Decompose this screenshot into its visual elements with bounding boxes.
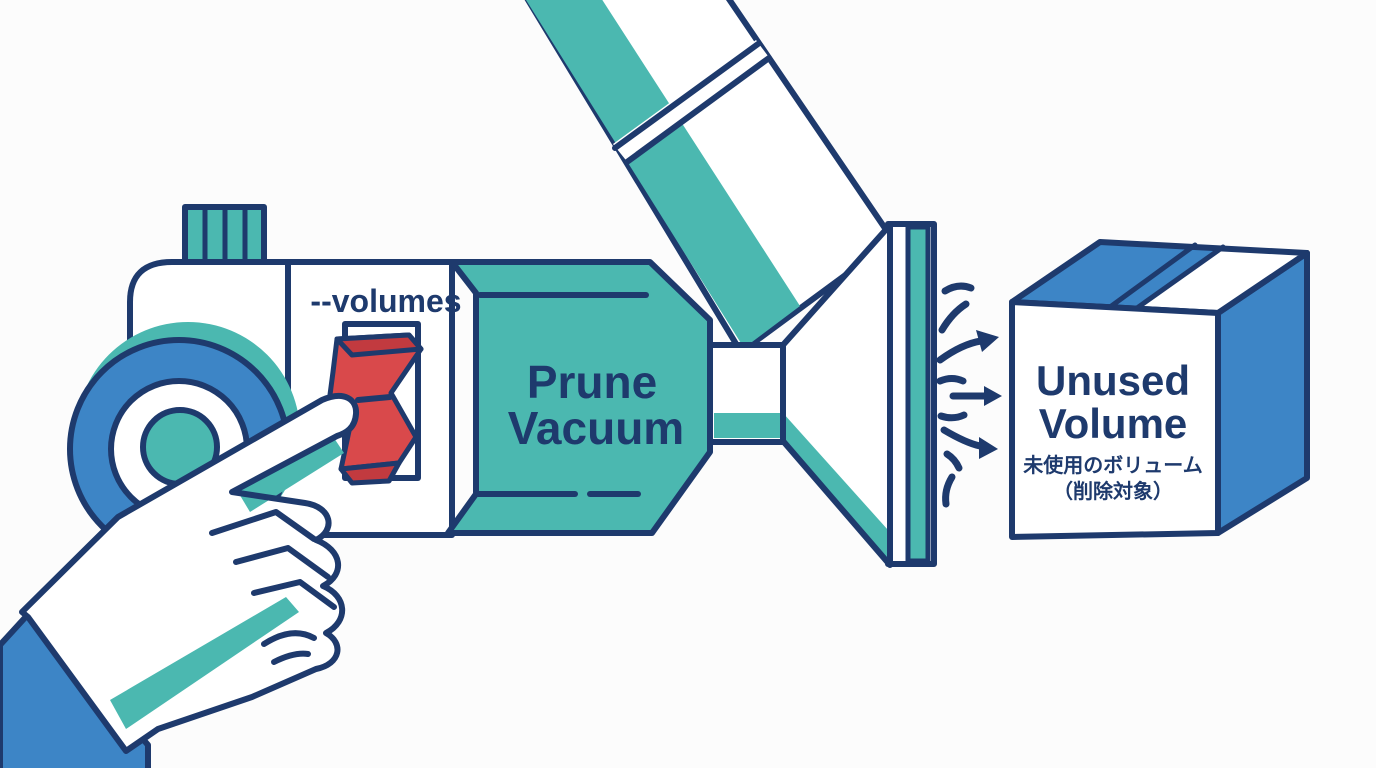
vacuum-body: Prune Vacuum: [247, 259, 713, 538]
hose-joint-line-upper: [612, 41, 761, 151]
funnel-neck-shading: [714, 413, 782, 438]
switch-rocker-bottom-facet: [338, 460, 402, 486]
vacuum-title-line2: Vacuum: [508, 402, 684, 454]
thumb-crease: [261, 630, 317, 647]
funnel-cone: [783, 225, 890, 565]
funnel-cone-outline: [780, 222, 893, 568]
thumb-crease: [271, 650, 311, 665]
hand-pressing-switch: [0, 393, 359, 768]
airflow-stroke: [941, 282, 975, 295]
airflow-stroke: [936, 375, 967, 385]
box-caption-ja-line2: （削除対象）: [1053, 479, 1173, 503]
switch-rocker-top-facet: [334, 332, 424, 358]
power-switch: [325, 321, 424, 486]
switch-dash-mark: [355, 394, 393, 403]
box-top-highlight: [1137, 247, 1307, 313]
exhaust-vent: [182, 204, 267, 265]
hose-stripe: [526, 0, 800, 348]
wrist-shading: [110, 597, 299, 729]
arrow-up-right-head: [976, 330, 999, 352]
vacuum-title-line1: Prune: [527, 356, 657, 408]
arrow-right-head: [984, 386, 1002, 406]
arrow-down-right-head: [979, 437, 998, 459]
finger-crease: [209, 509, 317, 542]
box-title-line2: Volume: [1039, 400, 1188, 447]
finger-crease: [251, 579, 337, 610]
hose-joint: [613, 40, 771, 164]
vacuum-hose: [524, 0, 896, 355]
box-tape-line: [1107, 242, 1198, 310]
arrow-down-right-icon: [940, 426, 984, 450]
vacuum-funnel: [707, 221, 937, 568]
box-front-face: [1009, 299, 1221, 540]
unused-volume-box: Unused Volume 未使用のボリューム （削除対象）: [1009, 239, 1310, 540]
airflow-stroke: [938, 300, 970, 334]
arrow-up-right-icon: [936, 337, 985, 364]
airflow-stroke: [943, 450, 963, 472]
volumes-flag-label: --volumes: [310, 283, 461, 319]
box-title-line1: Unused: [1036, 357, 1190, 404]
funnel-cone-shading: [783, 413, 888, 563]
airflow-stroke: [942, 473, 956, 508]
airflow-stroke: [937, 411, 968, 422]
box-tape-line: [1134, 244, 1226, 311]
funnel-mouth-strip: [905, 224, 931, 564]
hose-joint-line-lower: [624, 55, 772, 165]
box-caption-ja-line1: 未使用のボリューム: [1023, 453, 1202, 477]
finger-crease: [233, 545, 331, 580]
body-shell: [445, 259, 713, 536]
index-finger-shading: [238, 438, 344, 512]
hand-outline: [19, 393, 359, 754]
suction-arrows: [936, 282, 1002, 508]
